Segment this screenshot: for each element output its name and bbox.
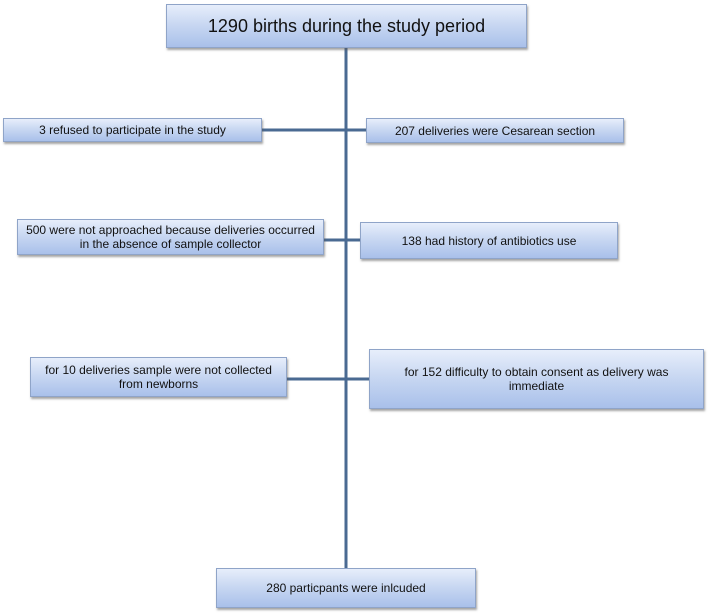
start-box: 1290 births during the study period <box>166 4 527 48</box>
included-box: 280 particpants were inlcuded <box>216 568 476 608</box>
exclusion-box-sample-not-collected: for 10 deliveries sample were not collec… <box>30 357 287 397</box>
exclusion-box-consent-difficulty: for 152 difficulty to obtain consent as … <box>369 349 704 409</box>
exclusion-box-antibiotics: 138 had history of antibiotics use <box>360 222 618 259</box>
exclusion-box-not-approached: 500 were not approached because deliveri… <box>17 219 324 255</box>
exclusion-box-refused: 3 refused to participate in the study <box>3 118 262 142</box>
exclusion-box-cesarean: 207 deliveries were Cesarean section <box>366 118 624 143</box>
